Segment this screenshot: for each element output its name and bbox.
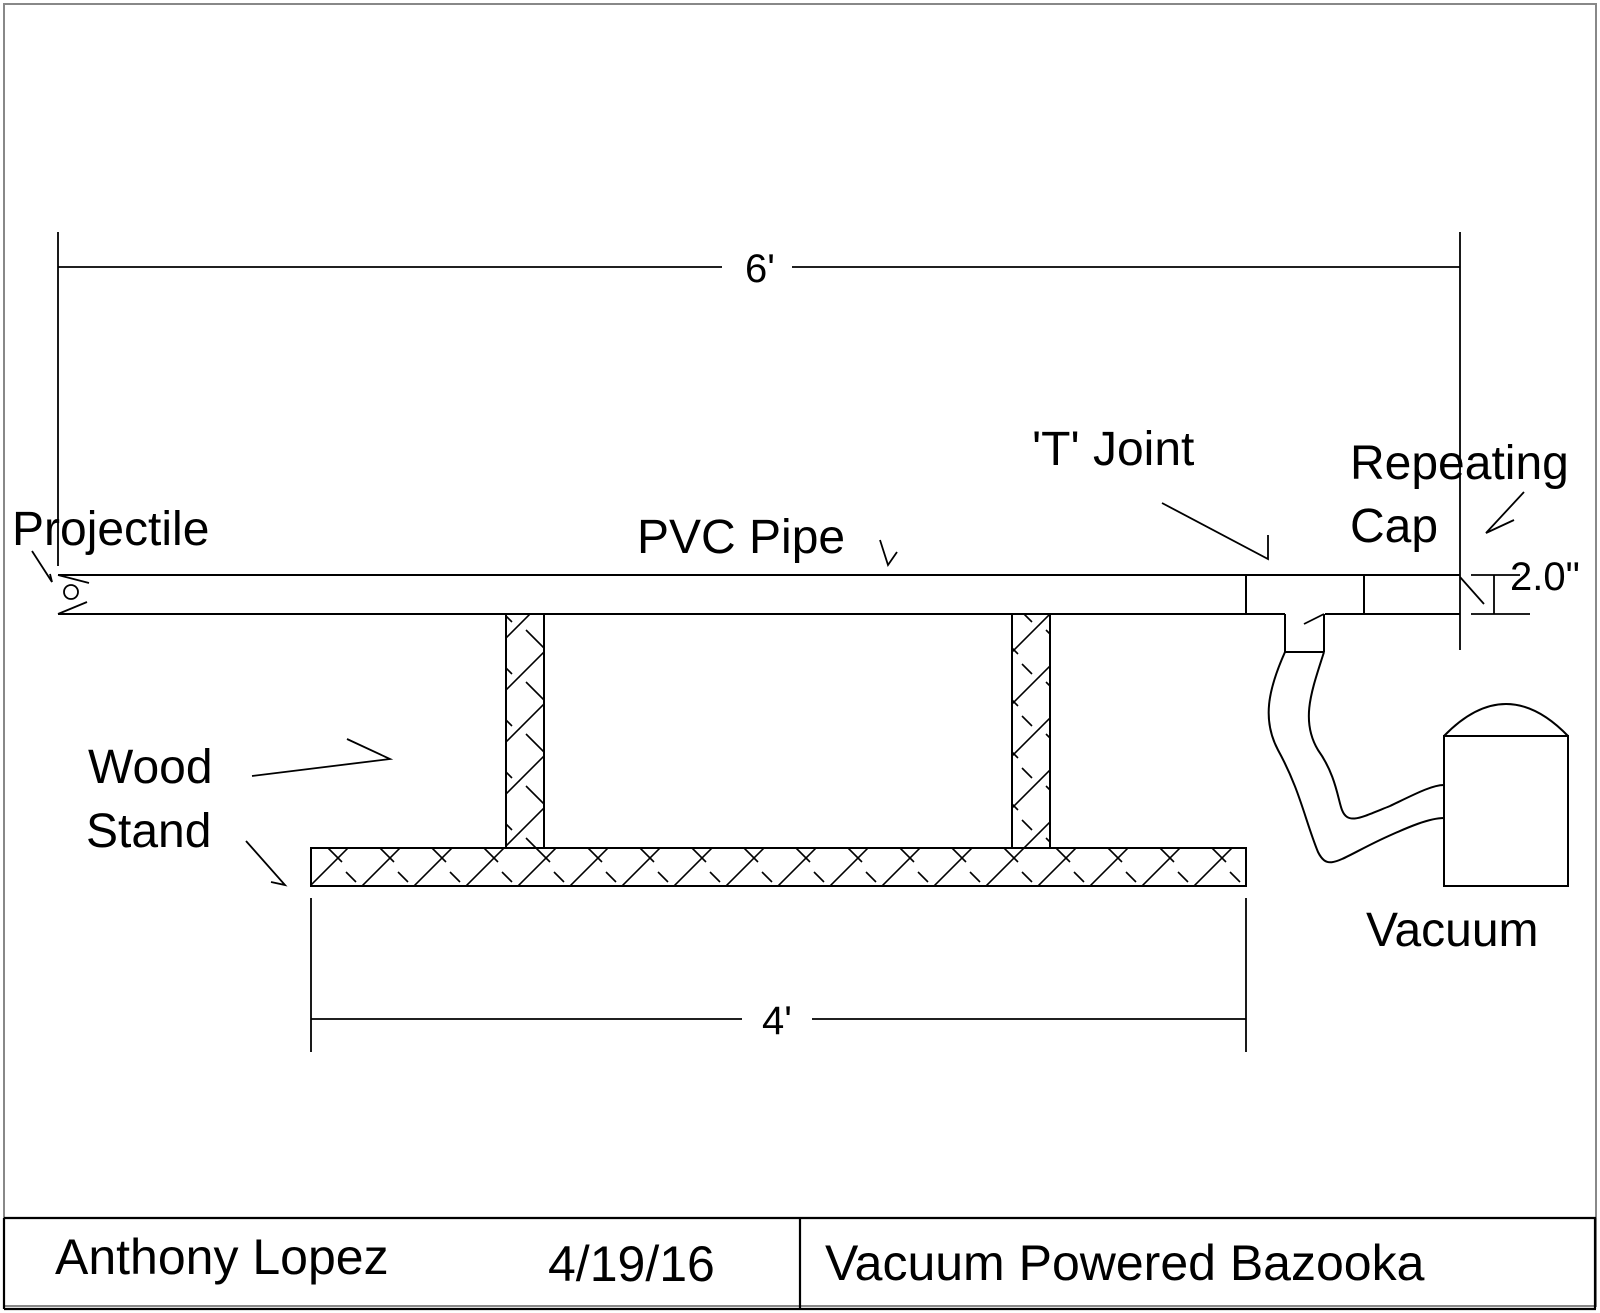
- pvc-pipe: [58, 574, 1460, 615]
- sheet-border: [3, 3, 1597, 1307]
- projectile-leader: [31, 550, 53, 583]
- t-joint: [1245, 575, 1365, 653]
- stand-leg-left: [505, 613, 545, 849]
- title-block: Anthony Lopez 4/19/16 Vacuum Powered Baz…: [2, 1216, 1597, 1311]
- projectile: [57, 574, 90, 615]
- pipe-diameter-dimension: 2.0": [1459, 555, 1580, 615]
- stand-base: [310, 847, 1247, 887]
- stand-length-dimension: 4': [310, 898, 1247, 1052]
- drawing-date: 4/19/16: [548, 1236, 715, 1292]
- stand-leg-right: [1011, 613, 1051, 849]
- wood-stand-leader-lower: [245, 840, 288, 887]
- author-name: Anthony Lopez: [55, 1229, 389, 1285]
- wood-stand-label-line2: Stand: [86, 805, 211, 858]
- overall-length-dimension: 6': [57, 232, 1461, 650]
- vacuum-unit: [1443, 703, 1569, 887]
- projectile-label: Projectile: [12, 503, 209, 556]
- repeating-cap-label-line1: Repeating: [1350, 437, 1569, 490]
- pvc-pipe-label: PVC Pipe: [637, 511, 845, 564]
- pipe-diameter-label: 2.0": [1510, 555, 1580, 599]
- wood-stand-label-line1: Wood: [88, 741, 213, 794]
- repeating-cap-leader: [1485, 491, 1525, 534]
- wood-stand-leader-upper: [251, 738, 394, 777]
- repeating-cap-label-line2: Cap: [1350, 500, 1438, 553]
- vacuum-hose: [1267, 651, 1445, 864]
- t-joint-label: 'T' Joint: [1032, 423, 1194, 476]
- drawing-title: Vacuum Powered Bazooka: [825, 1235, 1425, 1291]
- pvc-pipe-leader: [879, 539, 898, 568]
- stand-length-label: 4': [762, 999, 792, 1043]
- wood-stand: [310, 613, 1247, 887]
- overall-length-label: 6': [745, 247, 775, 291]
- vacuum-label: Vacuum: [1366, 904, 1539, 957]
- t-joint-leader: [1161, 502, 1269, 561]
